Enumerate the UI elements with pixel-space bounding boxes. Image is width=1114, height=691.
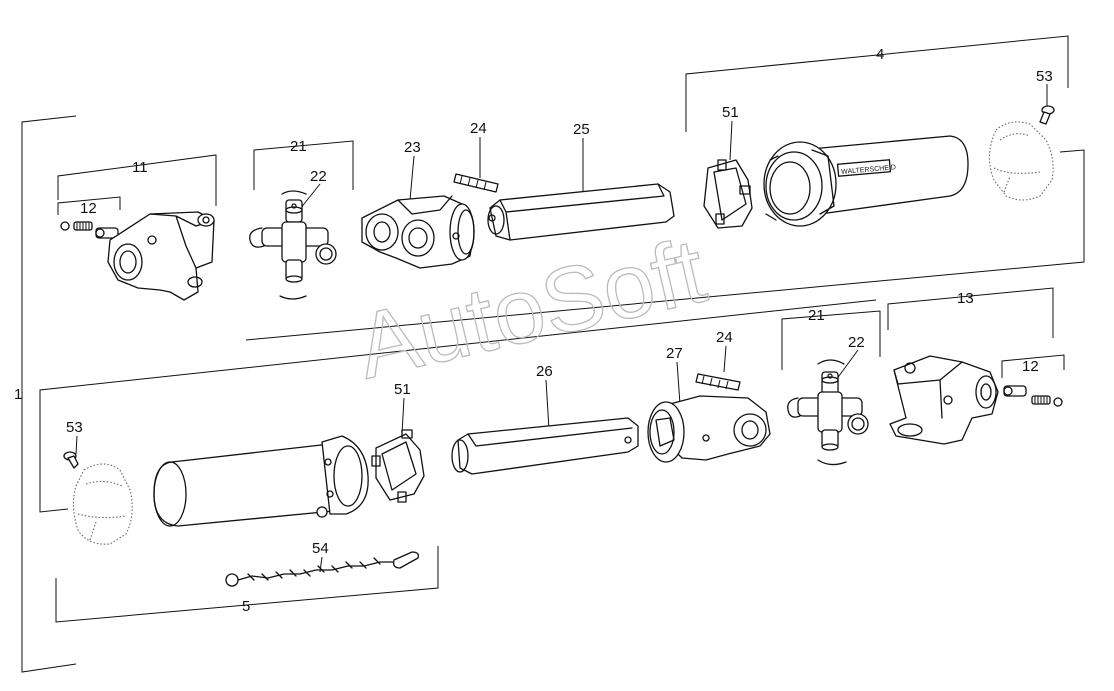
label-51-upper: 51	[722, 104, 739, 121]
part-24-spring-pin-upper	[453, 173, 499, 193]
part-22-cross-bearing-left	[249, 190, 337, 300]
label-12-right: 12	[1022, 358, 1039, 375]
brand-marking-text: WALTERSCHEID	[841, 164, 896, 176]
part-24-spring-pin-lower	[695, 373, 741, 391]
bracket-lines	[21, 35, 1085, 673]
label-24-lower: 24	[716, 329, 733, 346]
label-53-lower: 53	[66, 419, 83, 436]
part-13-yoke	[889, 355, 999, 445]
label-51-lower: 51	[394, 381, 411, 398]
label-23: 23	[404, 139, 421, 156]
part-12-clamp-bolt-left	[60, 221, 119, 239]
protective-cup-lower	[72, 463, 133, 545]
label-22-right: 22	[848, 334, 865, 351]
part-54-safety-chain	[225, 551, 420, 587]
label-25: 25	[573, 121, 590, 138]
protective-cup-upper	[988, 121, 1054, 201]
part-22-cross-bearing-right	[787, 359, 869, 466]
label-11: 11	[132, 159, 148, 176]
label-27: 27	[666, 345, 683, 362]
label-24-upper: 24	[470, 120, 487, 137]
part-4-outer-guard-tube: WALTERSCHEID	[763, 135, 969, 227]
part-26-outer-profile-tube	[451, 417, 639, 475]
label-1: 1	[14, 386, 22, 403]
label-53-upper: 53	[1036, 68, 1053, 85]
label-5: 5	[242, 598, 250, 615]
part-12-clamp-bolt-right	[1003, 385, 1063, 407]
label-21-left: 21	[290, 138, 307, 155]
label-13: 13	[957, 290, 974, 307]
part-53-screw-upper	[1039, 105, 1055, 125]
part-51-bearing-ring-lower	[371, 429, 425, 503]
label-54: 54	[312, 540, 329, 557]
part-23-inner-yoke	[361, 195, 475, 269]
part-51-bearing-ring-upper	[703, 159, 753, 229]
part-53-screw-lower	[63, 451, 79, 469]
part-11-yoke	[107, 211, 215, 301]
label-26: 26	[536, 363, 553, 380]
part-5-outer-guard-tube	[153, 435, 369, 527]
label-21-right: 21	[808, 307, 825, 324]
label-22-left: 22	[310, 168, 327, 185]
label-4: 4	[876, 46, 884, 63]
callout-labels: 1 4 53 11 12 21 22 23 24 25 51 13 21 22 …	[14, 46, 1053, 615]
part-25-inner-profile-tube	[487, 183, 675, 241]
leader-lines	[75, 84, 1048, 573]
label-12-left: 12	[80, 200, 97, 217]
part-27-inner-yoke	[647, 395, 771, 463]
